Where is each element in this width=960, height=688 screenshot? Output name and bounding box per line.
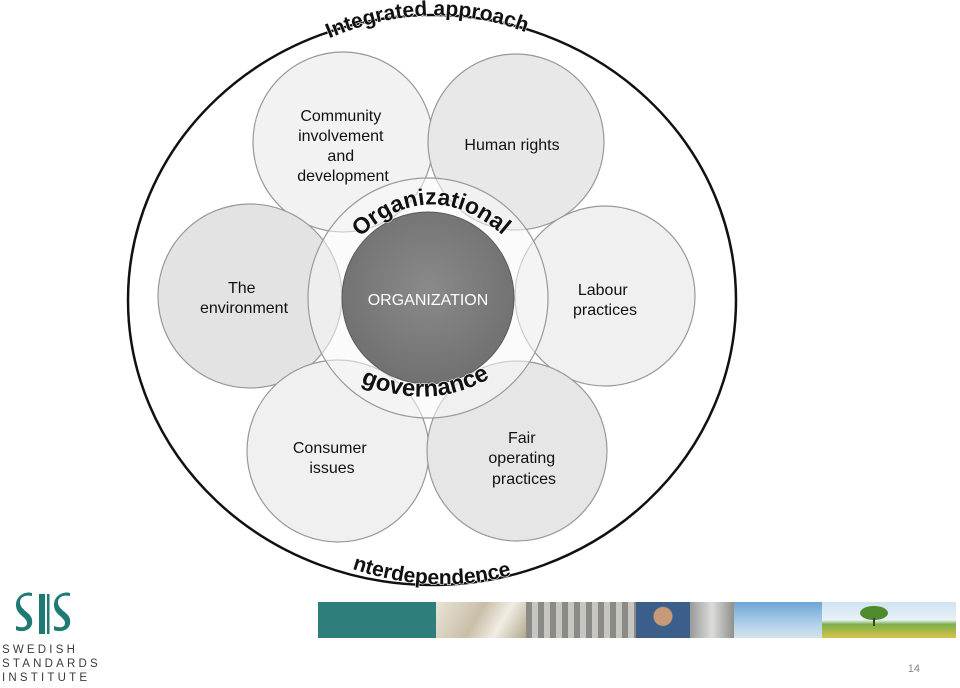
sis-mark-glyph xyxy=(16,592,71,634)
subject-consumer: Consumer issues xyxy=(293,440,371,477)
page-number: 14 xyxy=(907,663,920,675)
subject-human-rights: Human rights xyxy=(464,137,559,154)
strip-photo-documents xyxy=(436,602,526,638)
organization-circle xyxy=(341,211,515,385)
photo-strip xyxy=(318,602,956,638)
subject-community: Community involvement and development xyxy=(297,108,389,185)
sis-logo: SWEDISH STANDARDS INSTITUTE xyxy=(0,588,100,688)
subject-fair-operating: Fair operating practices xyxy=(488,430,559,488)
strip-photo-field xyxy=(822,602,956,638)
strip-teal-block xyxy=(318,602,436,638)
strip-photo-columns xyxy=(526,602,636,638)
strip-photo-sky xyxy=(734,602,822,638)
logo-line-institute: INSTITUTE xyxy=(2,672,91,684)
strip-photo-pillar xyxy=(690,602,734,638)
logo-line-standards: STANDARDS xyxy=(2,658,101,670)
logo-line-swedish: SWEDISH xyxy=(2,644,79,656)
organization-label: ORGANIZATION xyxy=(368,292,489,309)
subject-environment: The environment xyxy=(200,280,289,317)
strip-photo-person xyxy=(636,602,690,638)
sis-logo-mark xyxy=(12,590,76,640)
subject-labour: Labour practices xyxy=(573,282,637,319)
tree-icon xyxy=(860,606,888,620)
